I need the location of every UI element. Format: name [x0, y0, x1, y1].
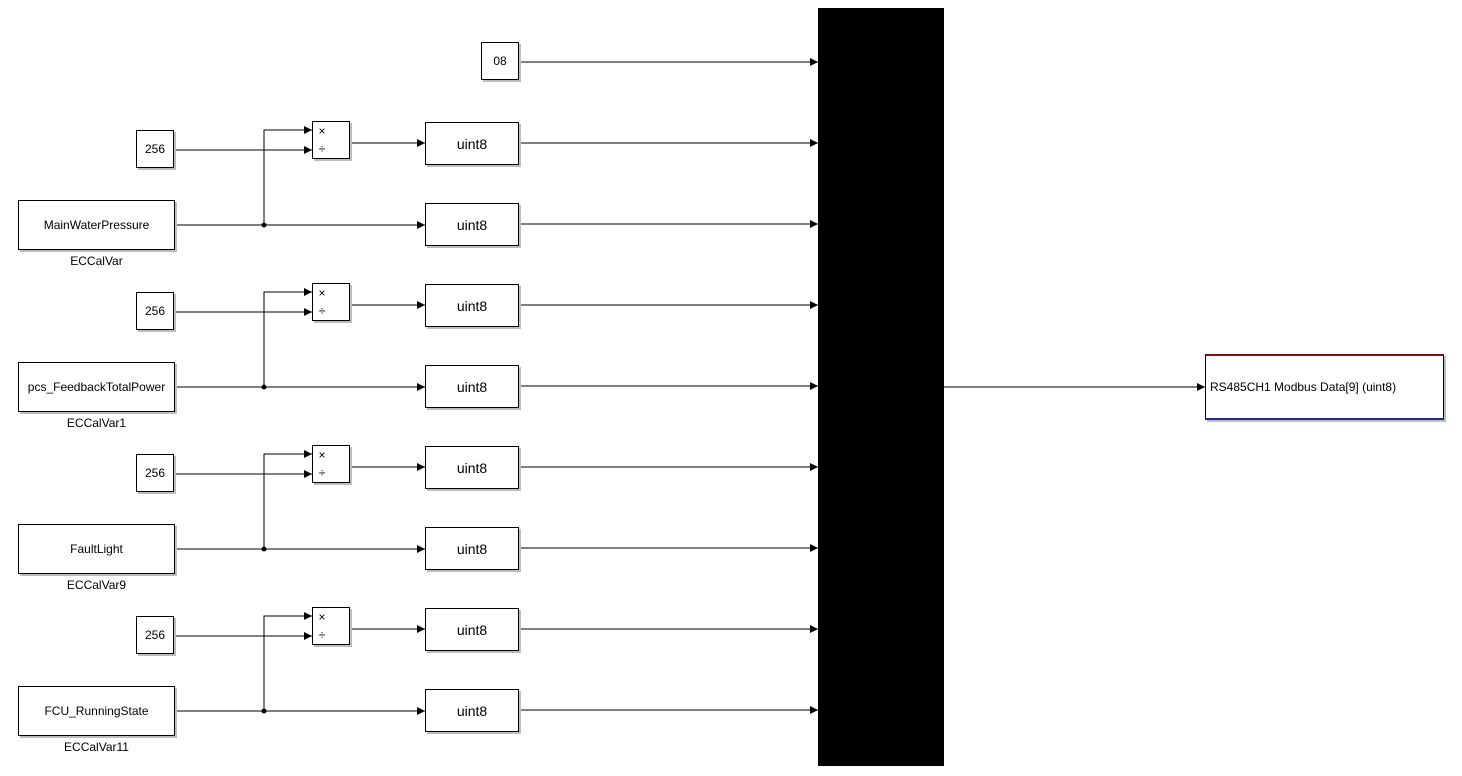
- convert-block-lower-3[interactable]: uint8: [425, 527, 519, 570]
- divide-icon: ÷: [318, 142, 326, 156]
- product-block-1[interactable]: ×÷: [312, 121, 350, 159]
- product-block-3[interactable]: ×÷: [312, 445, 350, 483]
- multiply-icon: ×: [318, 448, 326, 462]
- convert-block-upper-3[interactable]: uint8: [425, 446, 519, 489]
- convert-block-lower-1[interactable]: uint8: [425, 203, 519, 246]
- convert-block-upper-4[interactable]: uint8: [425, 608, 519, 651]
- multiply-icon: ×: [318, 124, 326, 138]
- signal-line: [263, 288, 312, 387]
- constant-block-2[interactable]: 256: [136, 292, 174, 330]
- source-caption-1: ECCalVar: [70, 254, 123, 268]
- product-block-2[interactable]: ×÷: [312, 283, 350, 321]
- signal-line: [263, 450, 312, 549]
- divide-icon: ÷: [318, 466, 326, 480]
- constant-block-1[interactable]: 256: [136, 130, 174, 168]
- constant-block-3[interactable]: 256: [136, 454, 174, 492]
- convert-block-upper-2[interactable]: uint8: [425, 284, 519, 327]
- signal-line: [263, 612, 312, 711]
- multiply-icon: ×: [318, 610, 326, 624]
- source-block-2[interactable]: pcs_FeedbackTotalPower: [18, 362, 175, 412]
- source-block-4[interactable]: FCU_RunningState: [18, 686, 175, 736]
- multiply-icon: ×: [318, 286, 326, 300]
- constant-block-4[interactable]: 256: [136, 616, 174, 654]
- signal-line: [263, 126, 312, 225]
- branch-point: [261, 708, 267, 714]
- branch-point: [261, 546, 267, 552]
- convert-block-upper-1[interactable]: uint8: [425, 122, 519, 165]
- source-caption-4: ECCalVar11: [64, 740, 129, 754]
- source-caption-2: ECCalVar1: [66, 416, 127, 430]
- source-caption-3: ECCalVar9: [66, 578, 127, 592]
- source-block-3[interactable]: FaultLight: [18, 524, 175, 574]
- divide-icon: ÷: [318, 628, 326, 642]
- convert-block-lower-4[interactable]: uint8: [425, 689, 519, 732]
- mux-block[interactable]: [818, 8, 944, 766]
- product-block-4[interactable]: ×÷: [312, 607, 350, 645]
- source-block-1[interactable]: MainWaterPressure: [18, 200, 175, 250]
- output-block-rs485ch1[interactable]: RS485CH1 Modbus Data[9] (uint8): [1205, 354, 1444, 420]
- branch-point: [261, 222, 267, 228]
- constant-block-top[interactable]: 08: [481, 42, 519, 80]
- branch-point: [261, 384, 267, 390]
- divide-icon: ÷: [318, 304, 326, 318]
- convert-block-lower-2[interactable]: uint8: [425, 365, 519, 408]
